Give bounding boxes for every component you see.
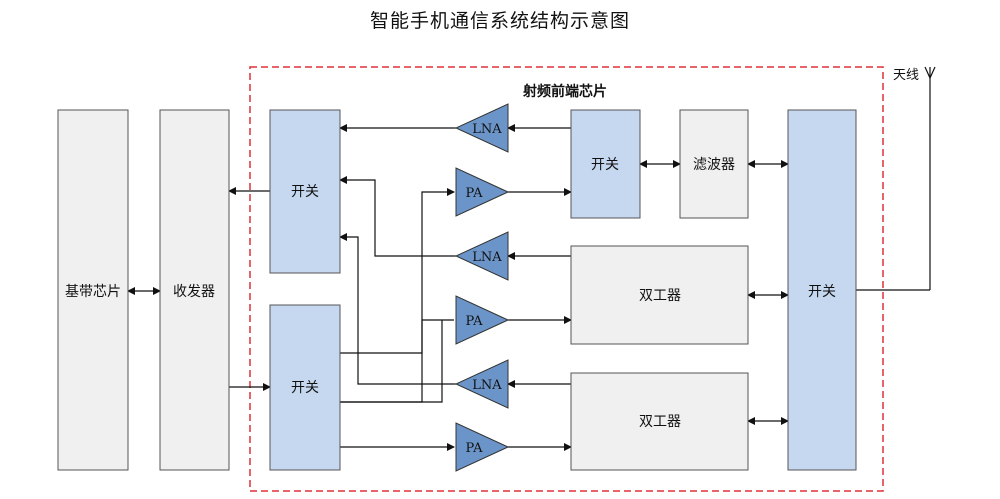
tx-switch: 开关 bbox=[269, 304, 341, 471]
duplexer-1: 双工器 bbox=[570, 245, 749, 345]
rx-switch-label: 开关 bbox=[291, 184, 319, 200]
band-switch: 开关 bbox=[570, 109, 641, 219]
filter: 滤波器 bbox=[679, 109, 749, 219]
pa-1-label: PA bbox=[466, 186, 484, 201]
lna-amplifier-1: LNA bbox=[454, 103, 509, 153]
antenna-icon bbox=[924, 66, 936, 290]
pa-amplifier-2: PA bbox=[455, 295, 510, 345]
duplexer-2: 双工器 bbox=[570, 372, 749, 471]
rx-switch: 开关 bbox=[269, 109, 341, 274]
signal-wires bbox=[127, 124, 930, 451]
tx-switch-label: 开关 bbox=[291, 380, 319, 396]
transceiver: 收发器 bbox=[159, 109, 230, 471]
transceiver-label: 收发器 bbox=[173, 284, 215, 300]
antenna-switch-label: 开关 bbox=[808, 284, 836, 300]
lna-amplifier-2: LNA bbox=[454, 231, 509, 281]
antenna-label: 天线 bbox=[893, 68, 919, 83]
pa-3-label: PA bbox=[466, 441, 484, 456]
band-switch-label: 开关 bbox=[591, 157, 619, 173]
lna-3-label: LNA bbox=[472, 378, 502, 393]
duplexer-2-label: 双工器 bbox=[639, 414, 681, 430]
lna-2-label: LNA bbox=[472, 250, 502, 265]
filter-label: 滤波器 bbox=[693, 157, 735, 173]
duplexer-1-label: 双工器 bbox=[639, 288, 681, 304]
pa-amplifier-3: PA bbox=[455, 422, 510, 472]
lna-1-label: LNA bbox=[472, 122, 502, 137]
pa-amplifier-1: PA bbox=[455, 167, 510, 217]
diagram-title: 智能手机通信系统结构示意图 bbox=[369, 10, 630, 32]
baseband-chip: 基带芯片 bbox=[57, 109, 129, 471]
pa-2-label: PA bbox=[466, 314, 484, 329]
lna-amplifier-3: LNA bbox=[454, 359, 509, 409]
baseband-label: 基带芯片 bbox=[65, 283, 121, 300]
rf-frontend-label: 射频前端芯片 bbox=[522, 83, 607, 100]
antenna-switch: 开关 bbox=[787, 109, 857, 471]
